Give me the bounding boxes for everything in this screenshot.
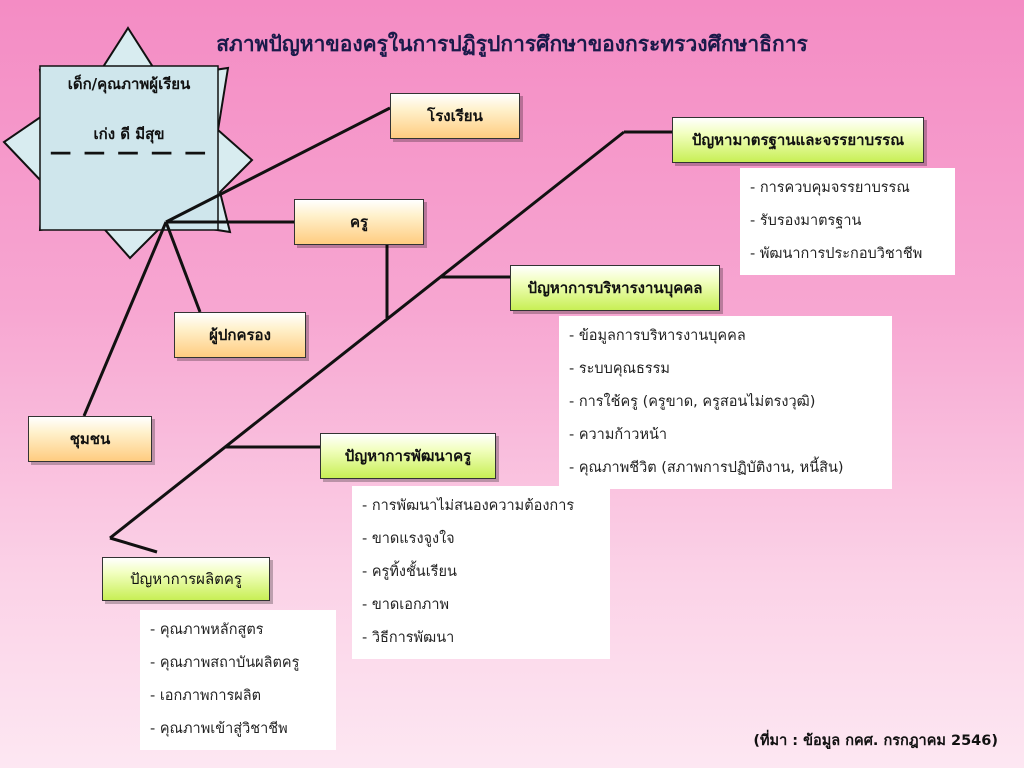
list-item: - ข้อมูลการบริหารงานบุคคล [569,328,746,344]
problem-production: ปัญหาการผลิตครู [102,557,270,601]
list-item: - ขาดเอกภาพ [362,597,450,613]
list-item: - พัฒนาการประกอบวิชาชีพ [750,246,923,262]
problem-standards: ปัญหามาตรฐานและจรรยาบรรณ [672,117,924,163]
list-item: - ขาดแรงจูงใจ [362,531,455,547]
list-item: - การควบคุมจรรยาบรรณ [750,180,910,196]
list-personnel: - ข้อมูลการบริหารงานบุคคล - ระบบคุณธรรม … [559,316,892,489]
list-item: - คุณภาพเข้าสู่วิชาชีพ [150,721,288,737]
list-item: - วิธีการพัฒนา [362,630,455,646]
star-dashes: — — — — — [49,140,209,165]
list-standards: - การควบคุมจรรยาบรรณ - รับรองมาตรฐาน - พ… [740,168,955,275]
page-title: สภาพปัญหาของครูในการปฏิรูปการศึกษาของกระ… [216,31,808,56]
list-item: - ครูทิ้งชั้นเรียน [362,564,457,580]
list-item: - ความก้าวหน้า [569,427,668,443]
problem-personnel: ปัญหาการบริหารงานบุคคล [510,265,720,311]
node-parent: ผู้ปกครอง [174,312,306,358]
star-label-students: เด็ก/คุณภาพผู้เรียน [67,75,191,93]
star-label-qualities: เก่ง ดี มีสุข [93,125,165,143]
node-teacher: ครู [294,199,424,245]
list-item: - ระบบคุณธรรม [569,361,670,377]
list-item: - การพัฒนาไม่สนองความต้องการ [362,498,575,514]
list-item: - คุณภาพสถาบันผลิตครู [150,655,300,671]
star-inner-box [39,65,219,231]
list-item: - การใช้ครู (ครูขาด, ครูสอนไม่ตรงวุฒิ) [569,394,816,410]
list-item: - คุณภาพชีวิต (สภาพการปฏิบัติงาน, หนี้สิ… [569,460,844,476]
list-item: - เอกภาพการผลิต [150,688,262,704]
list-item: - คุณภาพหลักสูตร [150,622,264,638]
list-production: - คุณภาพหลักสูตร - คุณภาพสถาบันผลิตครู -… [140,610,336,750]
node-school: โรงเรียน [390,93,520,139]
problem-development: ปัญหาการพัฒนาครู [320,433,496,479]
source-note: (ที่มา : ข้อมูล กคศ. กรกฎาคม 2546) [753,733,998,749]
list-item: - รับรองมาตรฐาน [750,213,862,229]
list-development: - การพัฒนาไม่สนองความต้องการ - ขาดแรงจูง… [352,486,610,659]
node-community: ชุมชน [28,416,152,462]
